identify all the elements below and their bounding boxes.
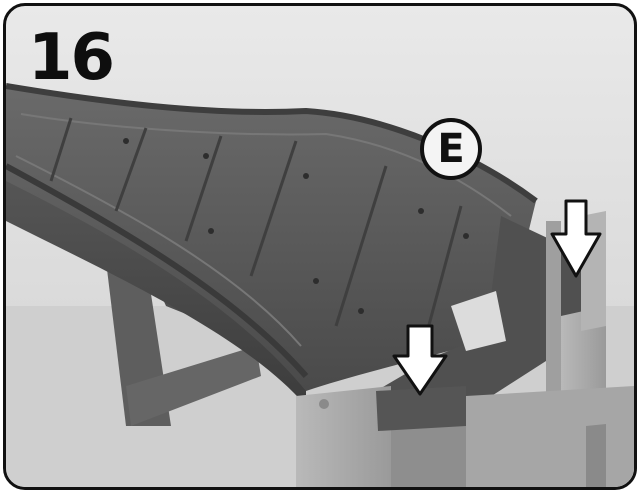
track-side-wall [6, 176, 306, 406]
down-arrow-icon [550, 199, 602, 278]
support-base-front [296, 386, 634, 487]
assembly-photo [6, 83, 634, 487]
part-label-badge: E [420, 118, 482, 180]
instruction-panel: 16 E [3, 3, 637, 490]
ramp-track-surface [6, 86, 536, 391]
step-number: 16 [28, 21, 115, 95]
down-arrow-icon [392, 324, 448, 396]
